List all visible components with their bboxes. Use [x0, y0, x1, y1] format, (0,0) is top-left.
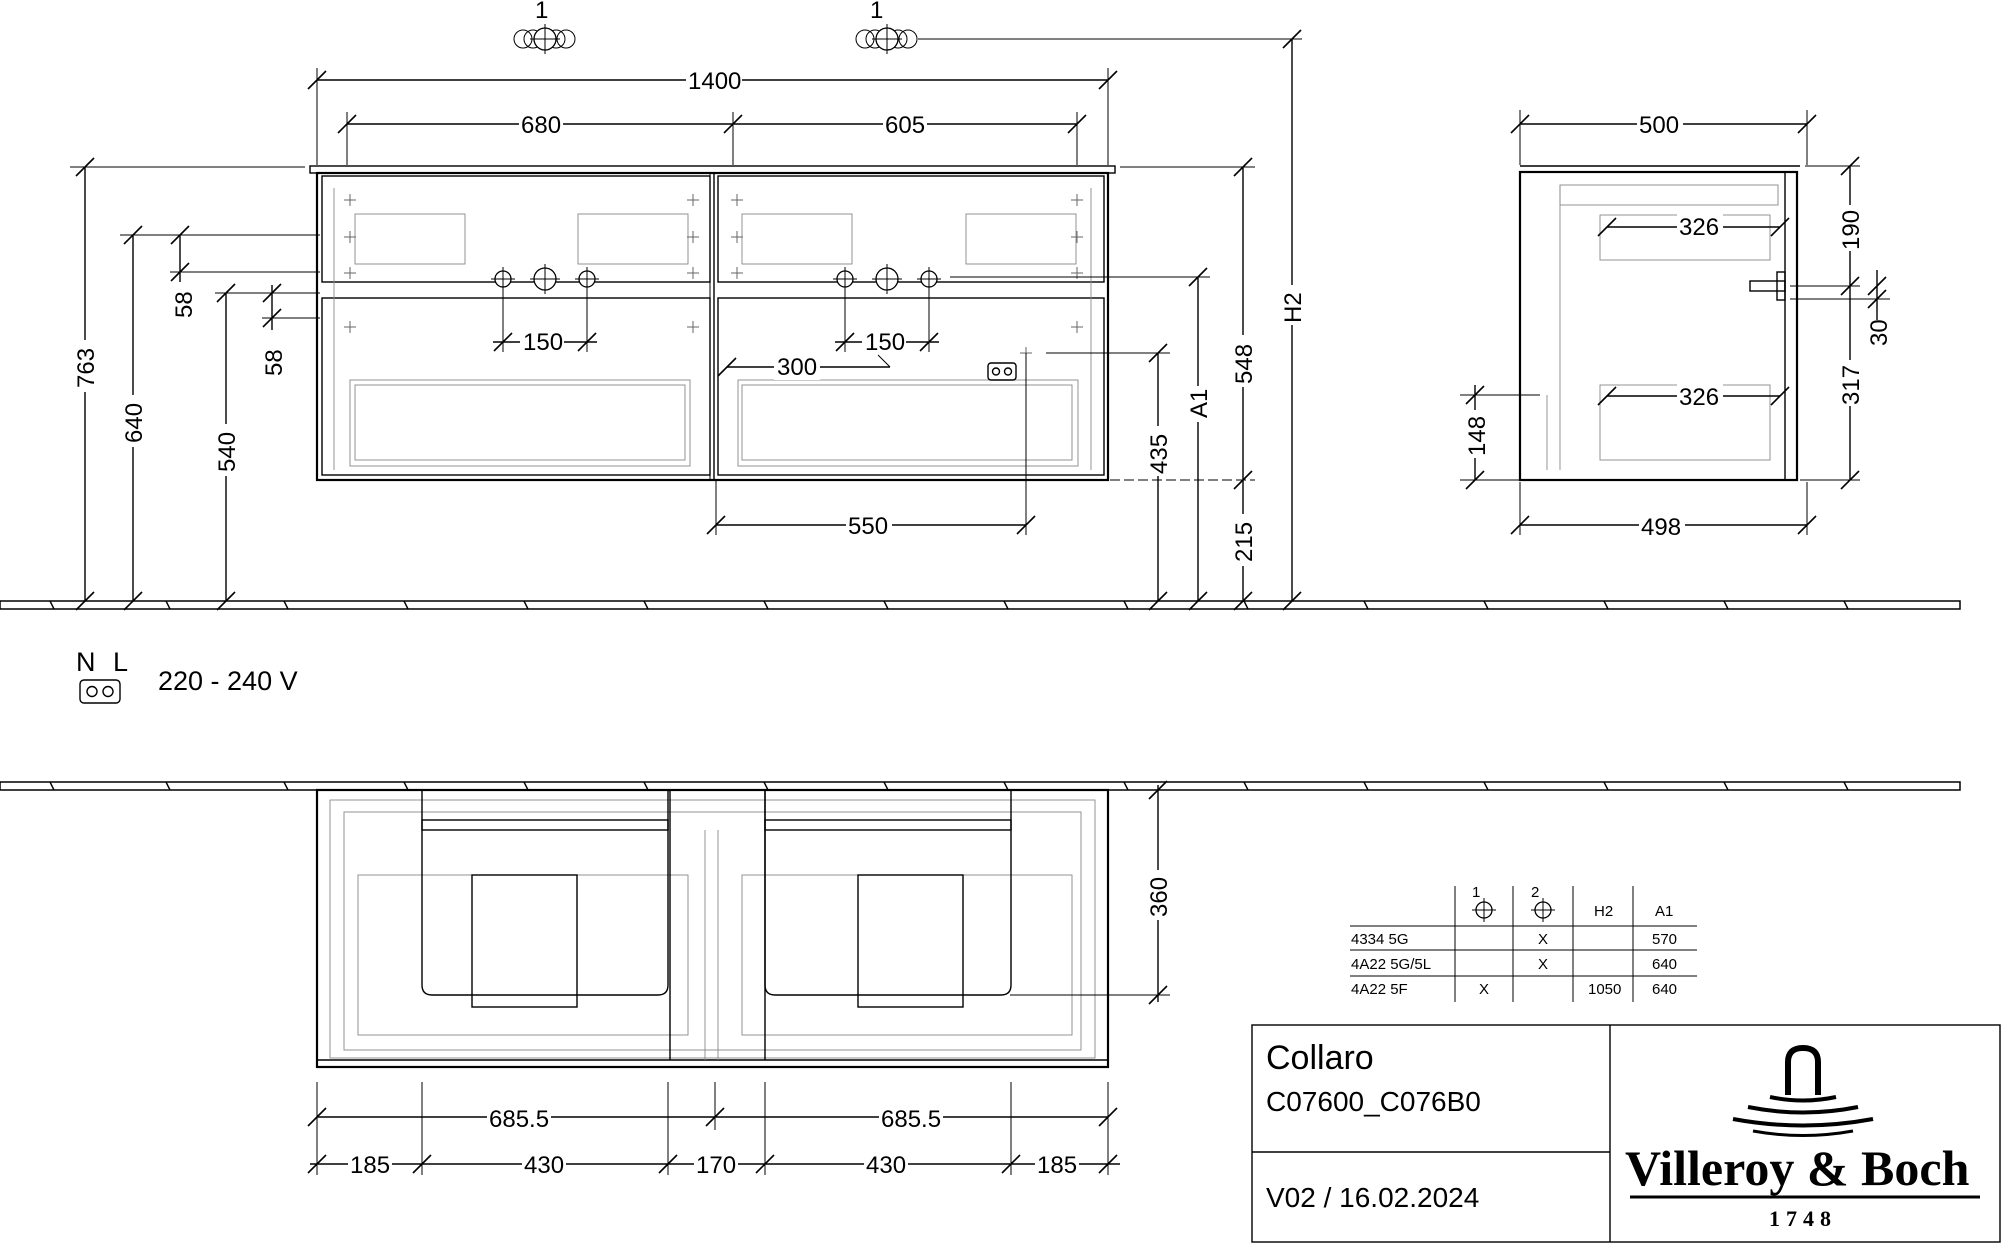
tap-hole-icon — [529, 263, 561, 295]
dim-680: 680 — [521, 112, 561, 139]
table-cell: X — [1538, 956, 1548, 973]
dim-550: 550 — [848, 513, 888, 540]
dim-435: 435 — [1146, 434, 1173, 474]
tap-hole-icon — [490, 266, 516, 292]
dim-148: 148 — [1464, 416, 1491, 456]
dim-h2: H2 — [1280, 292, 1307, 323]
table-cell: X — [1538, 931, 1548, 948]
variant-table: 1 2 H2 A1 4334 5G X 570 4A22 5G/5L X 640… — [1350, 884, 1697, 1002]
dim-317: 317 — [1838, 365, 1865, 405]
table-cell: 640 — [1652, 956, 1677, 973]
dim-685-right: 685.5 — [881, 1106, 941, 1133]
voltage-label: 220 - 240 V — [158, 666, 298, 696]
side-cabinet-body — [1518, 170, 1799, 482]
tap-position-1-icon — [1471, 897, 1497, 923]
dim-300: 300 — [777, 354, 817, 381]
floor-line-front — [0, 600, 1961, 610]
dim-a1: A1 — [1186, 389, 1213, 418]
table-header-a1: A1 — [1655, 903, 1673, 920]
power-l-label: L — [113, 647, 128, 677]
dim-430-left: 430 — [524, 1152, 564, 1179]
dim-326-top: 326 — [1679, 214, 1719, 241]
dim-215: 215 — [1231, 522, 1258, 562]
brand-year: 1748 — [1769, 1206, 1837, 1231]
villeroy-boch-logo-icon — [1732, 1044, 1874, 1137]
brand-name: Villeroy & Boch — [1625, 1140, 1970, 1196]
dim-360: 360 — [1146, 877, 1173, 917]
table-cell: 4A22 5F — [1351, 981, 1408, 998]
drawer-lower-right — [717, 297, 1105, 476]
table-cell: 1050 — [1588, 981, 1621, 998]
table-row: 4334 5G X 570 — [1351, 931, 1677, 948]
table-cell: 4A22 5G/5L — [1351, 956, 1431, 973]
table-cell: X — [1479, 981, 1489, 998]
dim-540: 540 — [214, 432, 241, 472]
tap-marker-icon — [513, 23, 576, 55]
top-view: 360 685.5 685.5 185 430 170 430 185 — [307, 780, 1173, 1179]
tap-marker-right-label: 1 — [870, 0, 883, 24]
dim-763: 763 — [73, 348, 100, 388]
dim-640: 640 — [121, 403, 148, 443]
power-n-label: N — [76, 647, 96, 677]
tap-marker-left-label: 1 — [535, 0, 548, 24]
tap-hole-icon — [916, 266, 942, 292]
table-row: 4A22 5F X 1050 640 — [1351, 981, 1677, 998]
product-name: Collaro — [1266, 1039, 1374, 1077]
socket-icon — [79, 679, 121, 704]
dim-605: 605 — [885, 112, 925, 139]
drawer-upper-left — [321, 175, 711, 283]
tap-marker-icon — [855, 23, 918, 55]
dim-30: 30 — [1866, 319, 1893, 346]
side-view: 500 326 326 190 317 30 148 — [1460, 110, 1893, 541]
dim-326-bottom: 326 — [1679, 384, 1719, 411]
dim-150-left: 150 — [523, 329, 563, 356]
tap-hole-icon — [832, 266, 858, 292]
dim-498: 498 — [1641, 514, 1681, 541]
table-cell: 4334 5G — [1351, 931, 1409, 948]
dim-1400: 1400 — [688, 68, 741, 95]
dim-548: 548 — [1231, 344, 1258, 384]
dim-185-right: 185 — [1037, 1152, 1077, 1179]
tap-position-2-icon — [1530, 897, 1556, 923]
dim-185-left: 185 — [350, 1152, 390, 1179]
basin-right — [764, 790, 1012, 996]
dim-170: 170 — [696, 1152, 736, 1179]
front-view: 1 1 1400 680 605 763 640 — [70, 0, 1307, 611]
tap-hole-icon — [871, 263, 903, 295]
table-cell: 640 — [1652, 981, 1677, 998]
drawer-upper-right — [717, 175, 1105, 283]
tap-hole-icon — [574, 266, 600, 292]
table-row: 4A22 5G/5L X 640 — [1351, 956, 1677, 973]
title-block: Collaro C07600_C076B0 V02 / 16.02.2024 V… — [1251, 1024, 2001, 1243]
drawer-lower-left — [321, 297, 711, 476]
dim-430-right: 430 — [866, 1152, 906, 1179]
power-legend: N L 220 - 240 V — [76, 647, 298, 704]
wall-line-top-view — [0, 781, 1961, 791]
table-cell: 570 — [1652, 931, 1677, 948]
dim-150-right: 150 — [865, 329, 905, 356]
drain-pipe-icon — [1749, 271, 1786, 301]
dim-190: 190 — [1838, 210, 1865, 250]
dim-500: 500 — [1639, 112, 1679, 139]
dim-58-lower: 58 — [261, 349, 288, 376]
table-header-1: 1 — [1472, 884, 1480, 901]
table-header-h2: H2 — [1594, 903, 1613, 920]
table-header-2: 2 — [1531, 884, 1539, 901]
basin-left — [421, 790, 669, 996]
article-codes: C07600_C076B0 — [1266, 1086, 1481, 1117]
version-date: V02 / 16.02.2024 — [1266, 1182, 1479, 1213]
cabinet-body — [315, 171, 1110, 482]
dim-685-left: 685.5 — [489, 1106, 549, 1133]
power-socket-icon — [987, 362, 1017, 381]
top-cabinet-outline — [315, 788, 1110, 1069]
dim-58-upper: 58 — [171, 291, 198, 318]
